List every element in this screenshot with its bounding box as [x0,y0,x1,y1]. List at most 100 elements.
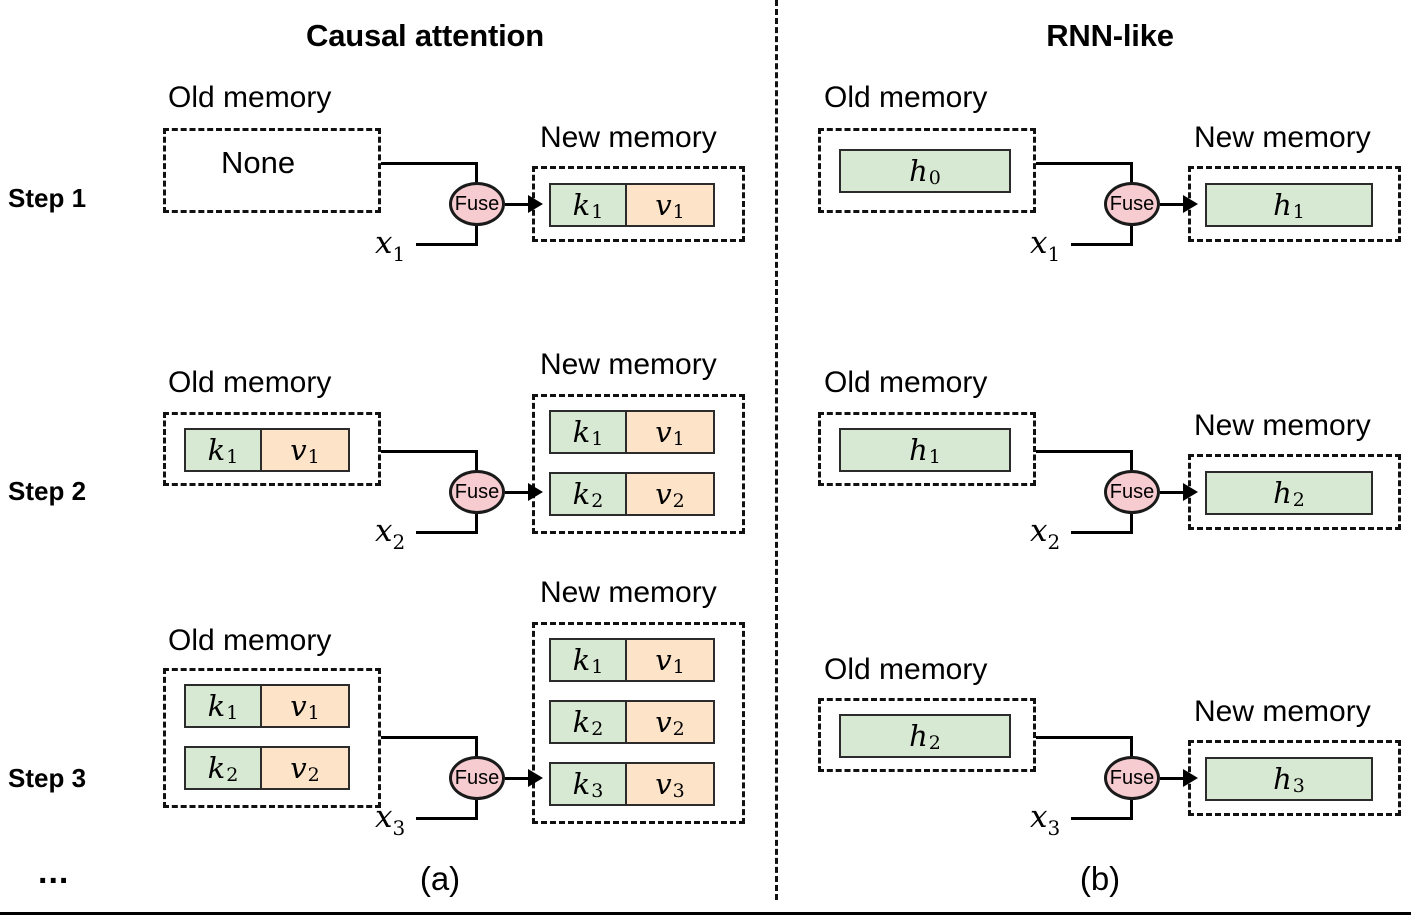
key-subscript: 1 [591,427,604,450]
hidden-subscript: 1 [928,445,941,468]
input-subscript: 1 [1047,242,1061,266]
step-label-2: Step 2 [8,476,87,506]
key-symbol: k [572,476,591,511]
connector-fuse-to-new-b2 [1160,491,1187,494]
hidden-subscript: 2 [1292,488,1305,511]
input-label-b3: x3 [1030,802,1060,839]
fuse-node-a1[interactable]: Fuse [449,182,505,226]
panel-title-rnn-like: RNN-like [1046,18,1174,53]
connector-x-to-fuse-b2 [1071,531,1133,534]
subcaption-a: (a) [419,860,461,897]
connector-x-to-fuse-b3 [1071,817,1133,820]
step-ellipsis: ... [38,853,70,891]
input-symbol: x [375,225,393,261]
connector-rise-a2 [475,494,478,534]
connector-x-to-fuse-a3 [416,817,478,820]
input-label-b1: x1 [1030,228,1060,265]
key-subscript: 1 [591,655,604,678]
new-memory-caption-b2: New memory [1194,409,1371,442]
key-subscript: 3 [591,779,604,802]
old-memory-caption-a1: Old memory [168,81,332,114]
fuse-node-b1[interactable]: Fuse [1104,182,1160,226]
fuse-node-a3[interactable]: Fuse [449,756,505,800]
input-subscript: 3 [1047,816,1061,840]
input-label-a1: x1 [375,225,405,265]
connector-rise-a1 [475,206,478,246]
input-subscript: 1 [392,242,406,266]
connector-old-to-fuse-b1 [1036,162,1133,165]
fuse-node-b3[interactable]: Fuse [1104,756,1160,800]
input-label-b2: x2 [1030,513,1060,553]
key-symbol: k [572,766,591,801]
fuse-node-b2[interactable]: Fuse [1104,470,1160,514]
key-subscript: 2 [226,763,239,786]
key-symbol: k [572,414,591,449]
input-symbol: x [375,799,393,835]
key-subscript: 1 [226,445,239,468]
connector-fuse-to-new-b1 [1160,203,1187,206]
old-memory-box-a1: None [163,128,381,213]
fuse-label: Fuse [1109,193,1155,215]
input-symbol: x [375,513,393,549]
connector-old-to-fuse-a1 [381,162,478,165]
new-memory-caption-a3: New memory [540,576,717,609]
arrowhead-b1 [1183,195,1198,213]
input-symbol: x [1030,513,1048,549]
value-subscript: 1 [672,200,685,223]
new-memory-caption-b3: New memory [1194,695,1371,728]
arrowhead-a3 [528,769,543,787]
connector-fuse-to-new-a2 [505,491,532,494]
key-symbol: k [572,187,591,222]
connector-x-to-fuse-a2 [416,531,478,534]
connector-x-to-fuse-b1 [1071,243,1133,246]
connector-fuse-to-new-a1 [505,203,532,206]
value-symbol: v [290,688,307,723]
hidden-subscript: 3 [1292,774,1305,797]
value-subscript: 2 [672,489,685,512]
hidden-subscript: 0 [928,166,941,189]
value-symbol: v [655,766,672,801]
hidden-symbol: h [909,718,928,753]
fuse-node-a2[interactable]: Fuse [449,470,505,514]
connector-old-to-fuse-a2 [381,450,478,453]
connector-rise-b3 [1130,780,1133,820]
connector-old-to-fuse-b3 [1036,736,1133,739]
input-subscript: 2 [1047,530,1061,554]
fuse-label: Fuse [1109,767,1155,789]
new-memory-caption-a1: New memory [540,121,717,154]
value-symbol: v [655,704,672,739]
key-symbol: k [207,688,226,723]
key-symbol: k [207,750,226,785]
new-memory-caption-b1: New memory [1194,121,1371,154]
key-subscript: 2 [591,489,604,512]
new-memory-caption-a2: New memory [540,348,717,381]
hidden-symbol: h [909,432,928,467]
connector-rise-b1 [1130,206,1133,246]
